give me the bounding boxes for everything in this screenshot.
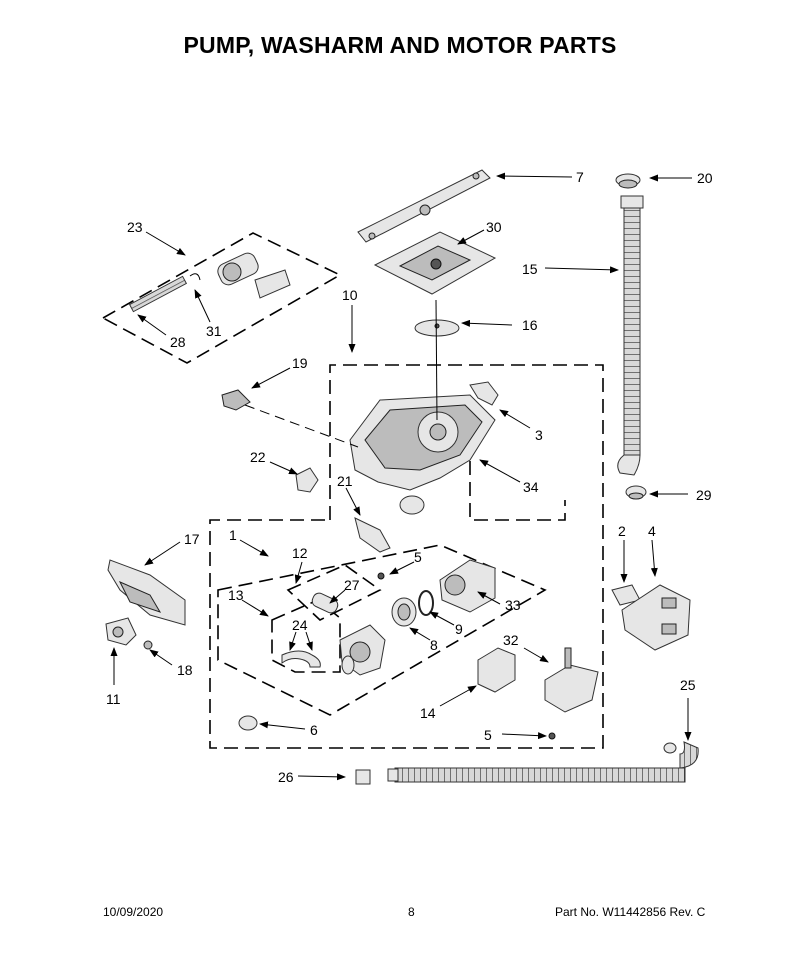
screw-5-lower bbox=[548, 732, 556, 740]
callout-6: 6 bbox=[310, 722, 318, 738]
bracket-21 bbox=[354, 517, 391, 553]
kit-12-outline bbox=[286, 564, 382, 621]
callout-7: 7 bbox=[576, 169, 584, 185]
fitting-6 bbox=[238, 715, 258, 731]
callout-26: 26 bbox=[278, 769, 294, 785]
callout-18: 18 bbox=[177, 662, 193, 678]
vertical-hose bbox=[615, 173, 644, 476]
callout-31: 31 bbox=[206, 323, 222, 339]
callout-17: 17 bbox=[184, 531, 200, 547]
callout-16: 16 bbox=[522, 317, 538, 333]
callout-10: 10 bbox=[342, 287, 358, 303]
sensor bbox=[221, 389, 251, 411]
callout-5-lower: 5 bbox=[484, 727, 492, 743]
screw-5-upper bbox=[377, 572, 385, 580]
elbow-24 bbox=[281, 650, 321, 668]
callout-23: 23 bbox=[127, 219, 143, 235]
clip-part bbox=[469, 381, 499, 406]
callout-25: 25 bbox=[680, 677, 696, 693]
callout-14: 14 bbox=[420, 705, 436, 721]
mount-4 bbox=[621, 584, 691, 651]
callout-5-upper: 5 bbox=[414, 549, 422, 565]
callout-33: 33 bbox=[505, 597, 521, 613]
callout-32: 32 bbox=[503, 632, 519, 648]
diverter-32 bbox=[544, 647, 599, 713]
part-11 bbox=[105, 617, 137, 646]
callout-34: 34 bbox=[523, 479, 539, 495]
callout-9: 9 bbox=[455, 621, 463, 637]
motor-33 bbox=[439, 559, 496, 613]
callout-13: 13 bbox=[228, 587, 244, 603]
leader-arrows bbox=[110, 172, 692, 781]
callout-27: 27 bbox=[344, 577, 360, 593]
screw-18 bbox=[143, 640, 153, 650]
callout-1: 1 bbox=[229, 527, 237, 543]
footer-part-number: Part No. W11442856 Rev. C bbox=[555, 905, 706, 919]
callout-4: 4 bbox=[648, 523, 656, 539]
callout-29: 29 bbox=[696, 487, 712, 503]
circulation-pump-body bbox=[339, 624, 386, 676]
callout-3: 3 bbox=[535, 427, 543, 443]
upper-wash-arm bbox=[357, 169, 491, 243]
callout-30: 30 bbox=[486, 219, 502, 235]
assembly-10-outline bbox=[209, 364, 604, 749]
cover-17 bbox=[107, 559, 186, 626]
dashed-outlines bbox=[101, 232, 604, 749]
seal-9 bbox=[418, 590, 434, 616]
footer-date: 10/09/2020 bbox=[103, 905, 164, 919]
filter-disc bbox=[414, 319, 460, 337]
assembly-10-inner bbox=[469, 440, 566, 521]
callout-12: 12 bbox=[292, 545, 308, 561]
kit-23-outline bbox=[101, 232, 342, 364]
callout-28: 28 bbox=[170, 334, 186, 350]
page-title: PUMP, WASHARM AND MOTOR PARTS bbox=[183, 32, 617, 58]
hose-clamp bbox=[625, 485, 647, 500]
drain-pump-kit bbox=[128, 252, 291, 313]
callout-2: 2 bbox=[618, 523, 626, 539]
coupler-27 bbox=[311, 592, 339, 614]
callout-15: 15 bbox=[522, 261, 538, 277]
sump-tub bbox=[349, 299, 496, 515]
impeller-8 bbox=[391, 597, 417, 627]
callout-8: 8 bbox=[430, 637, 438, 653]
part-22 bbox=[295, 467, 319, 493]
clamp-26 bbox=[355, 769, 371, 785]
lower-wash-arm bbox=[373, 231, 497, 295]
callout-20: 20 bbox=[697, 170, 713, 186]
drain-hose bbox=[387, 741, 699, 783]
callout-22: 22 bbox=[250, 449, 266, 465]
footer-page-number: 8 bbox=[408, 905, 415, 919]
callout-21: 21 bbox=[337, 473, 353, 489]
pump-assembly-1-outline bbox=[217, 544, 547, 716]
callout-19: 19 bbox=[292, 355, 308, 371]
part-14 bbox=[477, 647, 516, 693]
callout-labels: 1 2 3 4 5 5 6 7 8 9 10 11 12 13 14 15 16… bbox=[106, 169, 713, 785]
callout-11: 11 bbox=[106, 691, 121, 707]
callout-24: 24 bbox=[292, 617, 308, 633]
